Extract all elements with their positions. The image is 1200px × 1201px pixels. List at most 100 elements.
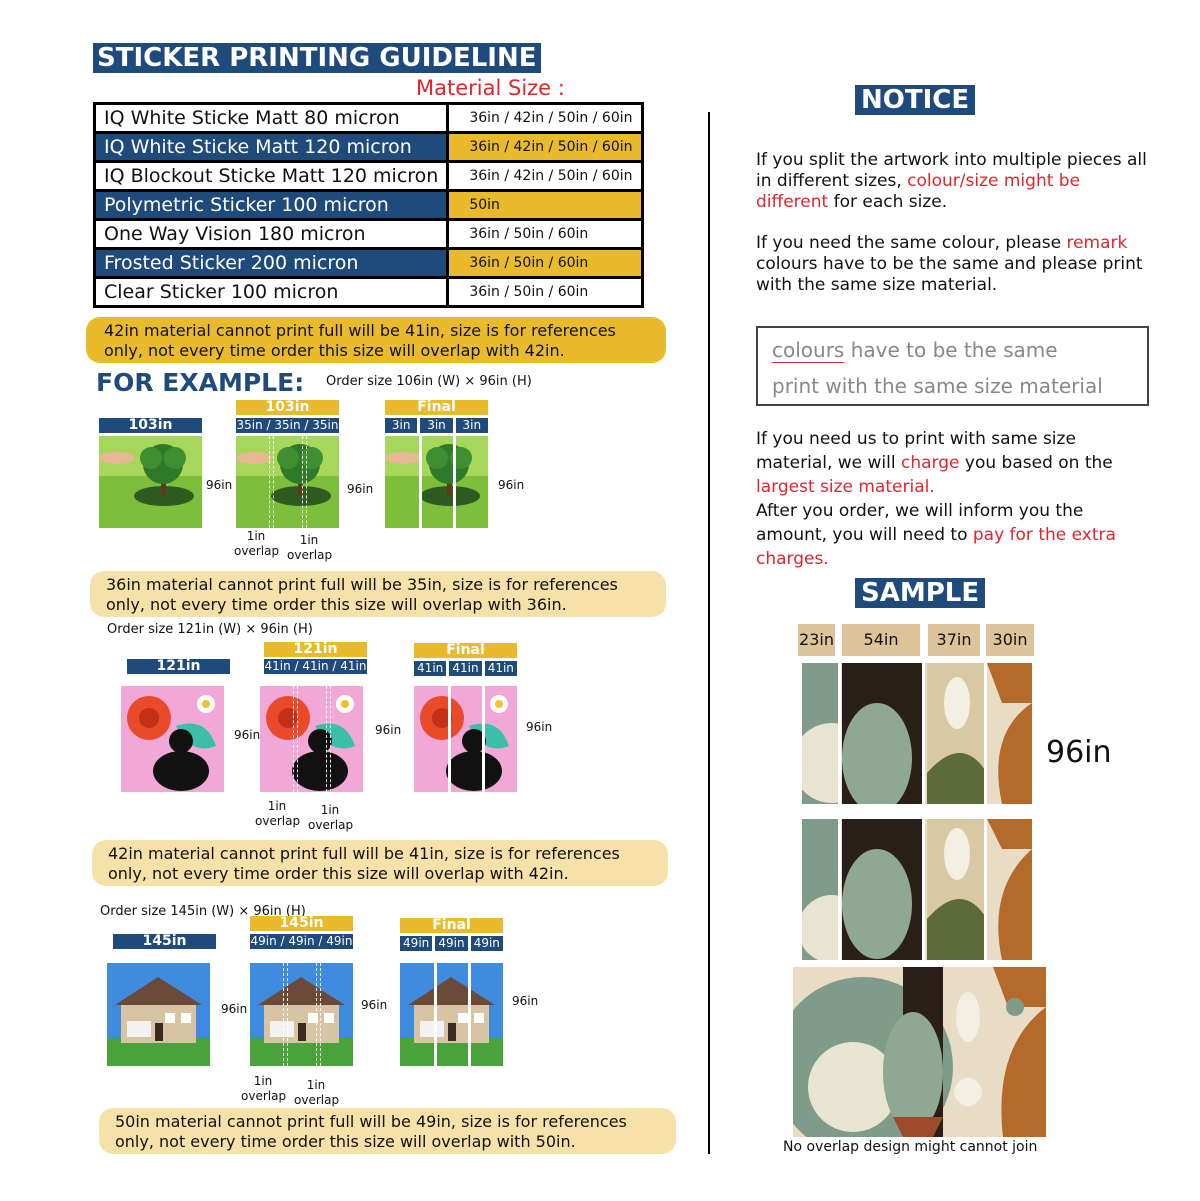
panel-divider bbox=[468, 963, 471, 1066]
height-label: 96in bbox=[375, 723, 402, 737]
panel-divider bbox=[922, 819, 925, 960]
highlight-text: largest size material. bbox=[756, 477, 935, 497]
tree-image bbox=[385, 436, 488, 528]
material-sizes: 36in / 42in / 50in / 60in bbox=[446, 160, 644, 192]
highlight-text: remark bbox=[1066, 233, 1128, 253]
overlap-label: 1in overlap bbox=[308, 803, 354, 832]
abstract-art-image bbox=[802, 663, 1032, 804]
underlined-text: colours bbox=[772, 338, 845, 363]
final-label: Final bbox=[385, 400, 488, 415]
sample-width-label: 37in bbox=[928, 624, 980, 656]
sample-height-label: 96in bbox=[1046, 735, 1112, 770]
split-segments: 35in / 35in / 35in bbox=[236, 418, 339, 433]
text: If you split the artwork into multiple p… bbox=[756, 150, 1147, 191]
overlap-guide bbox=[297, 686, 298, 792]
split-width-label: 145in bbox=[250, 916, 353, 931]
final-segment: 41in bbox=[449, 661, 482, 676]
tree-image bbox=[236, 436, 339, 528]
tree-image bbox=[99, 436, 202, 528]
panel-divider bbox=[984, 663, 987, 804]
notice-paragraph-2: If you need the same colour, please rema… bbox=[756, 233, 1156, 296]
house-artwork-final bbox=[400, 963, 503, 1066]
remark-line-1: colours have to be the same bbox=[772, 332, 1133, 368]
material-name: Clear Sticker 100 micron bbox=[92, 276, 450, 308]
text: After you order, we will inform you the … bbox=[756, 501, 1084, 545]
abstract-art-image bbox=[793, 967, 1046, 1137]
order-size-2: Order size 121in (W) × 96in (H) bbox=[107, 622, 313, 637]
flower-artwork-split bbox=[260, 686, 363, 792]
column-divider bbox=[708, 112, 710, 1154]
house-image bbox=[400, 963, 503, 1066]
segment-sizes: 49in / 49in / 49in bbox=[250, 934, 353, 949]
material-name: Polymetric Sticker 100 micron bbox=[92, 189, 450, 221]
overlap-guide bbox=[293, 686, 294, 792]
final-segment: 3in bbox=[385, 418, 418, 433]
overlap-guide bbox=[326, 686, 327, 792]
material-sizes: 36in / 50in / 60in bbox=[446, 247, 644, 279]
split-width-label: 121in bbox=[264, 642, 367, 657]
overlap-guide bbox=[269, 436, 270, 528]
full-width-label: 121in bbox=[127, 659, 230, 674]
final-segment: 3in bbox=[455, 418, 488, 433]
final-segment: 49in bbox=[435, 936, 468, 951]
remark-line-2: print with the same size material bbox=[772, 374, 1103, 398]
flower-image bbox=[121, 686, 224, 792]
overlap-label: 1in overlap bbox=[255, 799, 301, 828]
overlap-label: 1in overlap bbox=[241, 1074, 287, 1103]
final-segments: 3in 3in 3in bbox=[385, 418, 488, 433]
material-sizes: 36in / 50in / 60in bbox=[446, 276, 644, 308]
height-label: 96in bbox=[221, 1002, 248, 1016]
segment-sizes: 35in / 35in / 35in bbox=[236, 418, 339, 433]
material-sizes: 36in / 42in / 50in / 60in bbox=[446, 102, 644, 134]
final-segment: 3in bbox=[420, 418, 453, 433]
material-name: IQ White Sticke Matt 80 micron bbox=[92, 102, 450, 134]
segment-sizes: 41in / 41in / 41in bbox=[264, 659, 367, 674]
material-name: IQ White Sticke Matt 120 micron bbox=[92, 131, 450, 163]
full-width-label: 145in bbox=[113, 934, 216, 949]
final-label: Final bbox=[414, 643, 517, 658]
height-label: 96in bbox=[234, 728, 261, 742]
split-segments: 41in / 41in / 41in bbox=[264, 659, 367, 674]
sample-title: SAMPLE bbox=[855, 578, 986, 608]
highlight-text: pay for the extra charges. bbox=[756, 525, 1116, 569]
text: colours have to be the same and please p… bbox=[756, 254, 1143, 295]
panel-divider bbox=[838, 663, 841, 804]
flower-image bbox=[414, 686, 517, 792]
sample-caption: No overlap design might cannot join bbox=[783, 1139, 1038, 1155]
text: If you need us to print with same size m… bbox=[756, 429, 1076, 473]
text: have to be the same bbox=[844, 338, 1058, 362]
panel-divider bbox=[984, 819, 987, 960]
panel-divider bbox=[453, 436, 456, 528]
remark-example-box: colours have to be the same print with t… bbox=[756, 326, 1149, 406]
height-label: 96in bbox=[526, 720, 553, 734]
material-name: Frosted Sticker 200 micron bbox=[92, 247, 450, 279]
overlap-guide bbox=[306, 436, 307, 528]
house-image bbox=[250, 963, 353, 1066]
sample-artwork-split-2 bbox=[802, 819, 1032, 960]
overlap-guide bbox=[287, 963, 288, 1066]
note-36in: 36in material cannot print full will be … bbox=[90, 571, 666, 617]
overlap-label: 1in overlap bbox=[294, 1078, 340, 1107]
example-heading: FOR EXAMPLE: bbox=[96, 368, 305, 397]
split-width-label: 103in bbox=[236, 400, 339, 415]
order-size-3: Order size 145in (W) × 96in (H) bbox=[100, 904, 306, 919]
material-size-heading: Material Size : bbox=[416, 76, 565, 100]
note-42in-top: 42in material cannot print full will be … bbox=[86, 317, 666, 363]
overlap-guide bbox=[320, 963, 321, 1066]
height-label: 96in bbox=[512, 994, 539, 1008]
notice-title: NOTICE bbox=[855, 85, 976, 115]
notice-paragraph-4: After you order, we will inform you the … bbox=[756, 499, 1136, 571]
tree-artwork-full bbox=[99, 436, 202, 528]
note-42in: 42in material cannot print full will be … bbox=[92, 840, 668, 886]
overlap-label: 1in overlap bbox=[234, 529, 280, 558]
sample-width-label: 30in bbox=[986, 624, 1034, 656]
overlap-guide bbox=[273, 436, 274, 528]
final-segment: 49in bbox=[400, 936, 433, 951]
